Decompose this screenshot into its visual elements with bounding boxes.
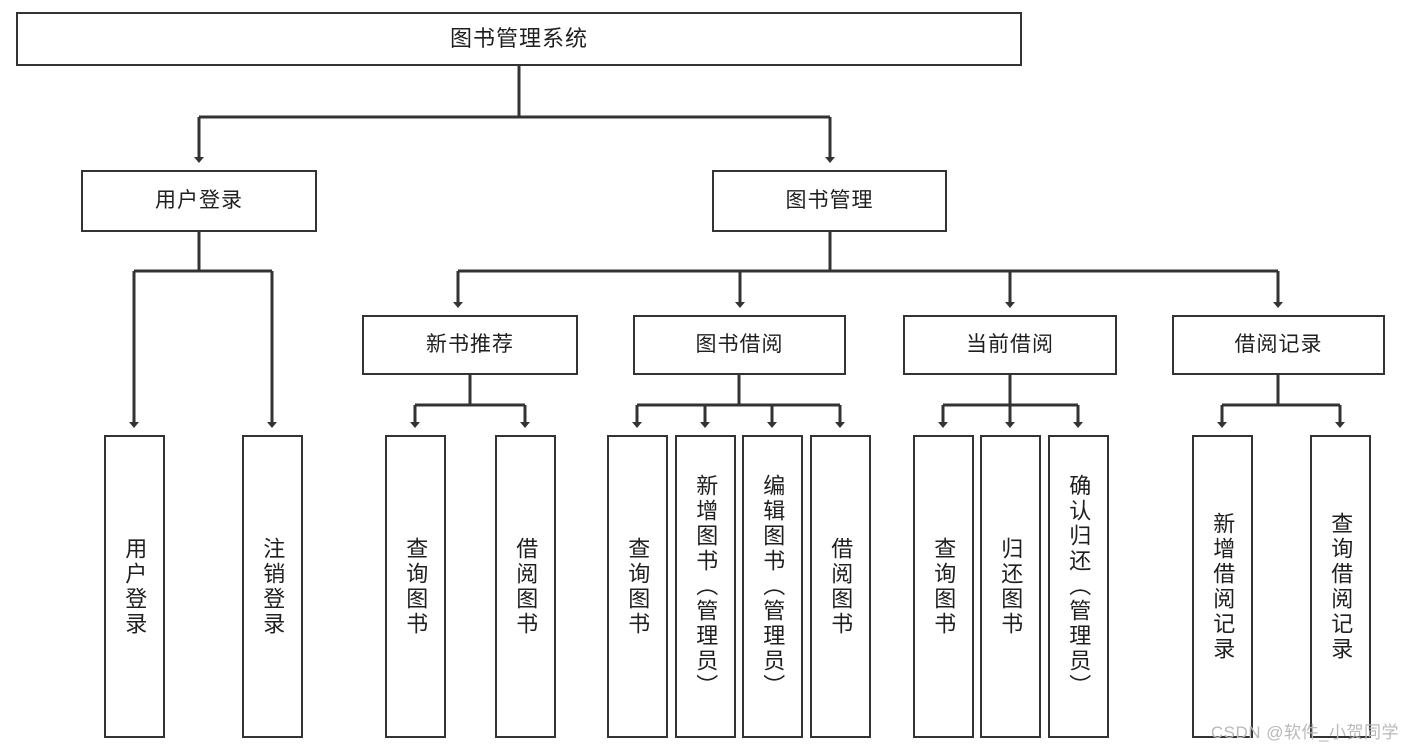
watermark: CSDN @软件_小贺同学	[1210, 723, 1399, 742]
node-label: 归还图书	[998, 536, 1024, 637]
node-label: 借阅图书	[513, 536, 539, 637]
node-current-borrow[interactable]: 当前借阅	[903, 315, 1117, 375]
node-label: 新增借阅记录	[1210, 511, 1236, 662]
leaf-logout[interactable]: 注销登录	[242, 435, 303, 738]
node-label: 借阅图书	[828, 536, 854, 637]
node-book-management[interactable]: 图书管理	[712, 170, 947, 232]
leaf-borrow-book-new[interactable]: 借阅图书	[495, 435, 556, 738]
node-label: 借阅记录	[1234, 332, 1323, 356]
node-label: 图书管理	[785, 188, 874, 212]
leaf-query-borrow-record[interactable]: 查询借阅记录	[1310, 435, 1371, 738]
node-label: 查询借阅记录	[1328, 511, 1354, 662]
node-label: 图书借阅	[695, 332, 784, 356]
node-label: 当前借阅	[966, 332, 1054, 356]
leaf-confirm-return-admin[interactable]: 确认归还（管理员）	[1048, 435, 1109, 738]
node-label: 新书推荐	[426, 332, 514, 356]
leaf-add-borrow-record[interactable]: 新增借阅记录	[1192, 435, 1253, 738]
node-new-book-recommend[interactable]: 新书推荐	[362, 315, 578, 375]
leaf-return-book[interactable]: 归还图书	[980, 435, 1041, 738]
leaf-user-login[interactable]: 用户登录	[104, 435, 165, 738]
leaf-query-book-current[interactable]: 查询图书	[913, 435, 974, 738]
node-label: 查询图书	[625, 536, 651, 637]
node-label: 用户登录	[122, 536, 148, 637]
node-label: 确认归还（管理员）	[1066, 474, 1092, 699]
node-label: 用户登录	[155, 188, 243, 212]
node-root-system[interactable]: 图书管理系统	[16, 12, 1022, 66]
leaf-query-book-new[interactable]: 查询图书	[385, 435, 446, 738]
leaf-borrow-book[interactable]: 借阅图书	[810, 435, 871, 738]
node-label: 查询图书	[931, 536, 957, 637]
node-label: 新增图书（管理员）	[693, 474, 719, 699]
node-borrow-records[interactable]: 借阅记录	[1172, 315, 1385, 375]
node-label: 注销登录	[260, 536, 286, 637]
leaf-add-book-admin[interactable]: 新增图书（管理员）	[675, 435, 736, 738]
node-book-borrow[interactable]: 图书借阅	[633, 315, 846, 375]
node-label: 图书管理系统	[449, 26, 588, 52]
node-user-login[interactable]: 用户登录	[81, 170, 317, 232]
leaf-query-book-borrow[interactable]: 查询图书	[607, 435, 668, 738]
leaf-edit-book-admin[interactable]: 编辑图书（管理员）	[742, 435, 803, 738]
node-label: 查询图书	[403, 536, 429, 637]
node-label: 编辑图书（管理员）	[760, 474, 786, 699]
